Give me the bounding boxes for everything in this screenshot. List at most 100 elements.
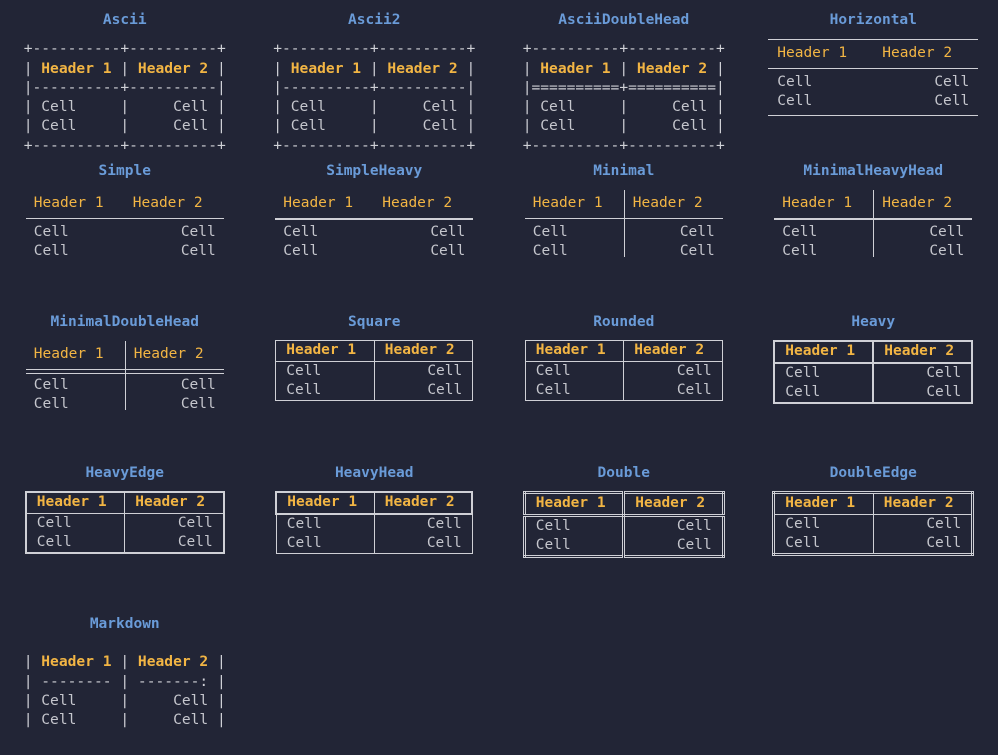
header-cell-1: Header 1 bbox=[26, 341, 125, 368]
table-sample-markdown: Markdown | Header 1 | Header 2 | | -----… bbox=[0, 604, 250, 745]
column-separator bbox=[624, 190, 625, 257]
header-rule bbox=[768, 68, 978, 69]
body-cell: Cell bbox=[540, 117, 575, 134]
ascii-head-rule: |----------+----------| bbox=[24, 79, 226, 96]
table-row: Cell Cell bbox=[275, 242, 473, 261]
table-row: Cell Cell bbox=[26, 242, 224, 261]
ascii-art-table: +----------+----------+ | Header 1 | Hea… bbox=[523, 39, 725, 151]
header-cell-2: Header 2 bbox=[374, 190, 473, 217]
body-cell: Cell bbox=[423, 117, 458, 134]
ascii-pipe: | bbox=[24, 98, 42, 115]
sample-title: Double bbox=[598, 464, 650, 483]
table-sample-ascii: Ascii +----------+----------+ | Header 1… bbox=[0, 0, 250, 151]
ascii-pipe: | bbox=[707, 117, 725, 134]
body-cell: Cell bbox=[525, 223, 624, 242]
body-cell: Cell bbox=[125, 223, 224, 242]
header-cell-1: Header 1 bbox=[291, 60, 361, 77]
ascii-head-rule: |==========+==========| bbox=[523, 79, 725, 96]
sample-title: SimpleHeavy bbox=[326, 162, 422, 181]
ascii-art-table: +----------+----------+ | Header 1 | Hea… bbox=[273, 39, 475, 151]
table-sample-asciidoublehead: AsciiDoubleHead +----------+----------+ … bbox=[499, 0, 749, 151]
body-cell: Cell bbox=[540, 98, 575, 115]
table-sample-simple: Simple Header 1 Header 2 Cell Cell Cell … bbox=[0, 151, 250, 302]
ascii-bottom-border: +----------+----------+ bbox=[24, 137, 226, 151]
md-pipe: | bbox=[208, 711, 226, 728]
header-row: Header 1 Header 2 bbox=[26, 190, 224, 217]
header-cell-1: Header 1 bbox=[540, 60, 610, 77]
ascii-pipe: | bbox=[458, 117, 476, 134]
md-separator-row: | -------- | -------: | bbox=[24, 673, 226, 690]
sample-title: Ascii bbox=[103, 11, 147, 30]
table-body: Cell Cell Cell Cell bbox=[26, 223, 224, 262]
sample-title: Horizontal bbox=[830, 11, 917, 30]
body-cell: Cell bbox=[125, 376, 224, 395]
header-cell-1: Header 1 bbox=[276, 492, 374, 513]
body-cell: Cell bbox=[286, 382, 321, 398]
table-row: Cell Cell bbox=[275, 223, 473, 242]
column-separator bbox=[873, 190, 874, 257]
body-cell: Cell bbox=[275, 242, 374, 261]
header-cell-2: Header 2 bbox=[873, 341, 972, 362]
sample-title: MinimalDoubleHead bbox=[51, 313, 199, 332]
body-cell: Cell bbox=[427, 535, 462, 551]
header-cell-2: Header 2 bbox=[387, 60, 457, 77]
table-row: Cell Cell bbox=[26, 223, 224, 242]
header-cell-1: Header 1 bbox=[41, 653, 111, 670]
sample-title: Heavy bbox=[851, 313, 895, 332]
sample-title: MinimalHeavyHead bbox=[803, 162, 943, 181]
body-cell: Cell bbox=[536, 537, 571, 553]
header-cell-2: Header 2 bbox=[125, 190, 224, 217]
md-pipe: | bbox=[76, 692, 173, 709]
body-cell: Cell bbox=[677, 518, 712, 534]
ascii-pipe: | bbox=[611, 60, 637, 77]
header-row: Header 1 Header 2 bbox=[768, 40, 978, 67]
body-cell: Cell bbox=[173, 692, 208, 709]
body-cell: Cell bbox=[423, 98, 458, 115]
rule-table: Header 1 Header 2 Cell Cell Cell Cell bbox=[26, 341, 224, 414]
body-cell: Cell bbox=[26, 223, 125, 242]
body-cell: Cell bbox=[178, 515, 213, 531]
ascii-pipe: | bbox=[76, 98, 173, 115]
md-pipe: | bbox=[24, 653, 42, 670]
sample-title: Minimal bbox=[593, 162, 654, 181]
header-cell-1: Header 1 bbox=[768, 40, 873, 67]
body-cell: Cell bbox=[536, 363, 571, 379]
sample-title: Rounded bbox=[593, 313, 654, 332]
rule-table: Header 1 Header 2 Cell Cell Cell Cell bbox=[275, 190, 473, 261]
header-rule bbox=[26, 218, 224, 219]
body-cell: Cell bbox=[677, 537, 712, 553]
body-cell: Cell bbox=[785, 365, 820, 381]
table-grid: Header 1 Header 2 bbox=[26, 190, 224, 217]
header-row: Header 1 Header 2 bbox=[525, 341, 722, 361]
body-cell: Cell bbox=[785, 384, 820, 400]
header-cell-1: Header 1 bbox=[524, 493, 624, 515]
body-cell: Cell bbox=[873, 242, 972, 261]
body-cell: Cell bbox=[37, 534, 72, 550]
ascii-top-border: +----------+----------+ bbox=[24, 40, 226, 57]
sample-title: Simple bbox=[99, 162, 151, 181]
table-sample-minimal: Minimal Header 1 Header 2 Cell Cell Cell… bbox=[499, 151, 749, 302]
body-cell: Cell bbox=[873, 223, 972, 242]
body-cell: Cell bbox=[624, 242, 723, 261]
ascii-pipe: | bbox=[458, 60, 476, 77]
table-sample-minimaldoublehead: MinimalDoubleHead Header 1 Header 2 Cell… bbox=[0, 302, 250, 453]
sample-title: Markdown bbox=[90, 615, 160, 634]
ascii-bottom-border: +----------+----------+ bbox=[273, 137, 475, 151]
body-cell: Cell bbox=[41, 117, 76, 134]
body-cell: Cell bbox=[525, 242, 624, 261]
bottom-rule bbox=[768, 115, 978, 116]
rule-table: Header 1 Header 2 Cell Cell Cell Cell bbox=[774, 190, 972, 261]
